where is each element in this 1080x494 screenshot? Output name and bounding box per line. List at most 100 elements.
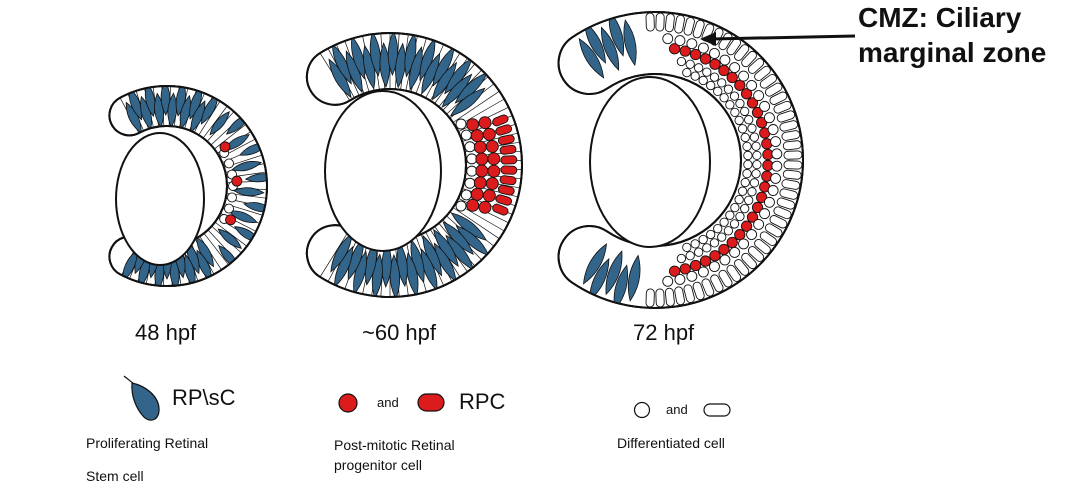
eye-60hpf-stem-cell	[449, 87, 486, 117]
eye-72hpf-differentiated-cell	[692, 281, 705, 301]
eye-72hpf-differentiated-cell	[729, 219, 740, 229]
eye-60hpf-stem-cell	[450, 212, 487, 241]
eye-48hpf-stem-cell	[179, 94, 192, 130]
eye-72hpf-differentiated-cell	[729, 91, 740, 101]
eye-72hpf-differentiated-cell	[730, 107, 740, 118]
eye-60hpf-progenitor-cell	[475, 164, 489, 178]
eye-72hpf-differentiated-cell	[717, 78, 727, 88]
eye-72hpf-stem-cell	[605, 250, 623, 296]
eye-72hpf-differentiated-cell	[740, 106, 750, 117]
eye-48hpf-lens	[115, 132, 205, 266]
eye-60hpf-cell-boundary	[319, 229, 351, 278]
eye-60hpf-stem-cell	[396, 241, 408, 288]
eye-60hpf-stem-cell	[441, 73, 473, 108]
eye-72hpf-differentiated-cell	[710, 274, 724, 293]
eye-72hpf-differentiated-cell	[763, 196, 775, 208]
eye-72hpf-differentiated-cell	[751, 169, 761, 179]
eye-48hpf-cup-border	[108, 85, 268, 287]
eye-72hpf-progenitor-cell	[734, 79, 746, 91]
eye-72hpf-differentiated-cell	[676, 56, 687, 67]
eye-60hpf	[306, 32, 523, 298]
legend-progenitor-symbol: RPC	[459, 389, 506, 414]
eye-72hpf-differentiated-cell	[717, 232, 727, 242]
eye-72hpf-differentiated-cell	[686, 38, 698, 50]
stage-label-72hpf: 72 hpf	[633, 320, 695, 345]
eye-72hpf-differentiated-cell	[734, 259, 750, 276]
eye-60hpf-progenitor-cell	[500, 155, 518, 165]
eye-72hpf-differentiated-cell	[723, 84, 734, 94]
eye-72hpf-differentiated-cell	[767, 124, 779, 135]
eye-72hpf-progenitor-cell	[718, 243, 730, 256]
eye-72hpf-differentiated-cell	[770, 136, 782, 148]
eye-60hpf-progenitor-cell	[495, 194, 513, 206]
eye-72hpf-differentiated-cell	[664, 13, 675, 33]
eye-72hpf-differentiated-cell	[771, 160, 783, 172]
eye-72hpf-differentiated-cell	[734, 194, 744, 205]
eye-72hpf-differentiated-cell	[697, 266, 709, 278]
eye-60hpf-progenitor-cell	[470, 187, 484, 201]
eye-72hpf	[557, 11, 804, 309]
eye-72hpf-stem-cell	[613, 264, 628, 308]
eye-72hpf-differentiated-cell	[723, 226, 734, 236]
eye-72hpf-differentiated-cell	[686, 270, 698, 282]
eye-60hpf-stem-cell	[345, 50, 363, 94]
legend-progenitor-elongated-icon	[417, 393, 445, 412]
eye-72hpf-differentiated-cell	[645, 288, 655, 308]
eye-72hpf-differentiated-cell	[730, 202, 740, 213]
eye-72hpf-progenitor-cell	[699, 255, 712, 267]
eye-72hpf-differentiated-cell	[747, 58, 765, 74]
eye-60hpf-differentiated-cell	[460, 189, 472, 201]
eye-60hpf-stem-cell	[364, 240, 377, 286]
eye-72hpf-stem-cell	[601, 26, 620, 71]
eye-72hpf-progenitor-cell	[751, 201, 764, 214]
eye-60hpf-lens	[324, 90, 442, 252]
eye-48hpf-stem-cell	[228, 210, 258, 223]
eye-48hpf-cell-boundary	[214, 124, 247, 150]
eye-60hpf-progenitor-cell	[485, 177, 499, 191]
eye-72hpf-differentiated-cell	[674, 286, 685, 306]
eye-72hpf-differentiated-cell	[741, 252, 757, 270]
eye-48hpf-stem-cell	[232, 187, 265, 197]
eye-72hpf-progenitor-cell	[734, 229, 746, 241]
eye-72hpf-differentiated-cell	[683, 284, 695, 303]
eye-72hpf-stem-cell	[608, 12, 625, 57]
eye-72hpf-differentiated-cell	[776, 110, 796, 123]
eye-60hpf-progenitor-cell	[466, 118, 480, 132]
eye-60hpf-differentiated-cell	[455, 200, 467, 212]
eye-72hpf-differentiated-cell	[735, 211, 745, 222]
eye-72hpf-progenitor-cell	[726, 236, 738, 249]
eye-72hpf-differentiated-cell	[749, 132, 760, 142]
eye-72hpf-differentiated-cell	[782, 140, 802, 151]
eye-72hpf-differentiated-cell	[746, 229, 758, 240]
eye-60hpf-cell-boundary	[452, 207, 500, 240]
eye-60hpf-progenitor-cell	[473, 140, 487, 154]
eye-48hpf-stem-cell	[244, 173, 267, 183]
eye-72hpf-differentiated-cell	[753, 218, 765, 230]
eye-72hpf-differentiated-cell	[709, 261, 720, 272]
eye-72hpf-progenitor-cell	[751, 106, 764, 119]
eye-60hpf-stem-cell	[347, 237, 364, 281]
eye-72hpf-differentiated-cell	[701, 278, 715, 297]
eye-72hpf-differentiated-cell	[697, 42, 709, 54]
eye-72hpf-differentiated-cell	[763, 112, 775, 124]
eye-72hpf-differentiated-cell	[676, 253, 687, 264]
eye-60hpf-progenitor-cell	[497, 134, 515, 146]
eye-72hpf-differentiated-cell	[737, 124, 748, 134]
legend-stem-desc-line1: Proliferating Retinal	[86, 435, 209, 451]
eye-60hpf-cell-boundary	[452, 90, 500, 123]
eye-72hpf-differentiated-cell	[740, 132, 750, 143]
eye-60hpf-progenitor-cell	[473, 176, 487, 190]
eye-48hpf-cell-boundary	[198, 101, 221, 136]
eye-72hpf-differentiated-cell	[706, 229, 716, 240]
legend-stem-desc-line2: Stem cell	[86, 468, 144, 484]
eye-72hpf-progenitor-cell	[746, 211, 759, 223]
eye-72hpf-differentiated-cell	[645, 12, 655, 32]
eye-72hpf-differentiated-cell	[742, 168, 752, 179]
cmz-arrow	[700, 32, 856, 46]
eye-72hpf-progenitor-cell	[726, 71, 738, 84]
eye-72hpf-differentiated-cell	[694, 247, 704, 257]
eye-72hpf-differentiated-cell	[698, 75, 708, 86]
legend-progenitor-desc-line2: progenitor cell	[334, 457, 422, 473]
eye-60hpf-stem-cell	[409, 46, 423, 91]
